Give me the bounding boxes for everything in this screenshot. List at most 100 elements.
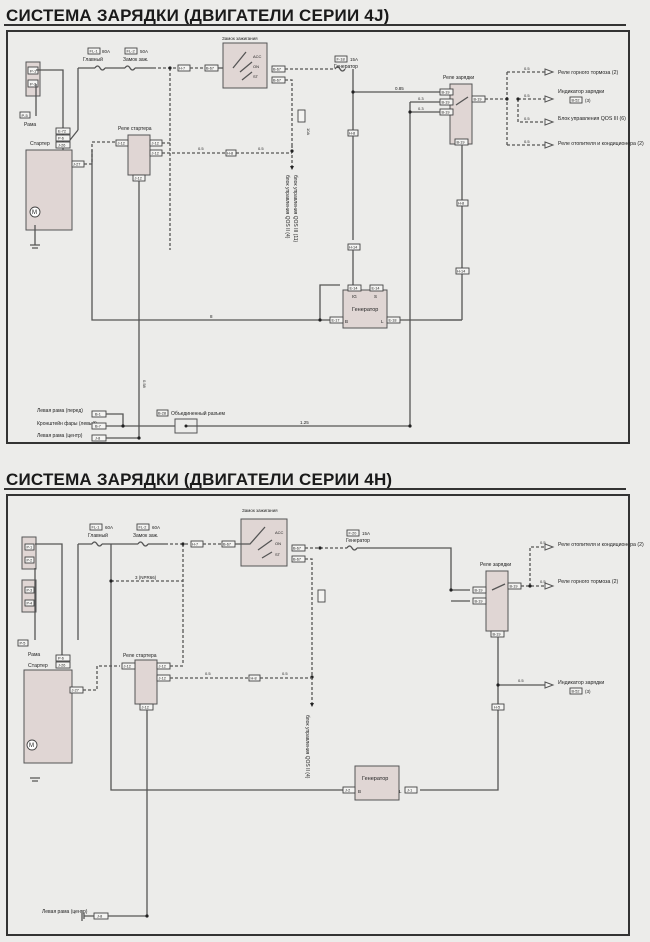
starter-label-4j: Стартер: [30, 141, 50, 147]
diagram-label: Рама: [28, 652, 40, 658]
title-rule-4h: [4, 488, 626, 490]
diagram-label: 0.5: [205, 671, 211, 676]
diagram-label: Замок заж.: [133, 533, 158, 539]
junction-dot: [168, 66, 172, 70]
junction-dot: [516, 97, 520, 101]
junction-dot: [408, 424, 412, 428]
starter-4j: [25, 149, 73, 231]
diagram-label: ACC: [275, 530, 284, 535]
diagram-label: J-12: [152, 152, 159, 156]
diagram-label: J-12: [159, 677, 166, 681]
fuse-ign-conn-4j: [124, 47, 138, 55]
diagram-label: E-17: [332, 319, 340, 323]
diagram-label: H-8: [458, 202, 464, 206]
title-4h: СИСТЕМА ЗАРЯДКИ (ДВИГАТЕЛИ СЕРИИ 4H): [6, 470, 393, 489]
npr-label-4h: 3 (NPR66): [135, 575, 157, 580]
wire: [110, 660, 345, 915]
junction-dot: [137, 436, 141, 440]
starter-label-4h: Стартер: [28, 663, 48, 669]
diagram-label: Главный: [83, 56, 103, 63]
charge-relay-label-4j: Реле зарядки: [443, 75, 474, 81]
conn-b19-2-4h: [472, 597, 487, 605]
generator-4j: [342, 289, 388, 329]
junction-dot: [181, 542, 185, 546]
fuse-main-conn-4h: [89, 523, 103, 531]
conn-j12-a-4h: [121, 662, 136, 670]
diagram-label: J-8: [95, 437, 100, 441]
diagram-label: E-14: [372, 287, 380, 291]
diagram-label: P-2: [27, 559, 33, 563]
diagram-label: 0.5: [540, 540, 546, 545]
output-label-indicator-4j: Индикатор зарядки: [558, 89, 604, 95]
conn-h8-r-4j: [456, 199, 469, 207]
diagram-label: H-14: [457, 270, 465, 274]
diagram-label: H-14: [349, 246, 357, 250]
diagram-label: P-1: [30, 69, 37, 74]
diagram-label: J-12: [118, 142, 125, 146]
title-rule-4j: [4, 24, 626, 26]
ground-label-3-4j: Левая рама (центр): [37, 433, 83, 439]
joint-connector-4j: [174, 418, 198, 434]
diagram-label: 60A: [105, 525, 113, 530]
wire: [285, 79, 293, 145]
diagram-label: B-67: [223, 543, 231, 547]
diagram-label: J-26: [58, 144, 65, 148]
diagram-label: L: [381, 319, 384, 324]
diagram-label: 0.5: [540, 579, 546, 584]
diagram-label: J-26: [58, 664, 65, 668]
fuse-main-4h: [91, 541, 103, 547]
conn-j12-a-4j: [115, 139, 129, 147]
conn-h14-r-4j: [455, 267, 470, 275]
diagram-label: F-18: [337, 57, 346, 62]
diagram-label: B-67: [293, 547, 301, 551]
diagram-label: FL-1: [90, 49, 99, 54]
diagram-label: 0.3: [418, 106, 424, 111]
wire: [84, 141, 115, 165]
conn-e72-4j: [55, 127, 71, 135]
diagram-label: B-19: [474, 98, 482, 102]
conn-p6-4h: [55, 654, 71, 662]
diagram-label: FL-1: [92, 526, 100, 530]
output-label-indicator-4h: Индикатор зарядки: [558, 680, 604, 686]
diagram-label: P-3: [27, 589, 33, 593]
diagram-label: 0.5: [518, 678, 524, 683]
generator-label-4h: Генератор: [362, 776, 388, 782]
title-4j: СИСТЕМА ЗАРЯДКИ (ДВИГАТЕЛИ СЕРИИ 4J): [6, 6, 390, 25]
conn-b52-4j: [569, 96, 583, 104]
junction-dot: [184, 424, 188, 428]
fuse-main-conn-4j: [87, 47, 101, 55]
wire: [91, 150, 330, 321]
diagram-label: M: [32, 210, 37, 216]
conn-p2-4h: [24, 556, 35, 564]
diagram-label: FL-2: [139, 526, 147, 530]
diagram-label: блок управления QOS III (11): [292, 175, 298, 243]
ground-conn-p5-4h: [17, 639, 29, 647]
conn-e14-ig-4j: [347, 284, 362, 292]
conn-h14-a-4j: [347, 243, 361, 251]
diagram-label: B-67: [206, 67, 214, 71]
diagram-label: B-19: [442, 111, 450, 115]
diagram-label: ST: [253, 74, 259, 79]
ground-label-2-4j: Кронштейн фары (левый): [37, 420, 97, 427]
diagram-label: Генератор: [346, 538, 370, 544]
diagram-label: H-8: [251, 677, 257, 681]
junction-dot: [528, 584, 532, 588]
diagram-label: P-2: [30, 82, 37, 87]
ignition-switch-4j: [222, 42, 268, 89]
fuse-main-4j: [94, 65, 106, 71]
fuse-ign-4j: [124, 65, 136, 71]
diagram-label: B-52: [572, 690, 580, 694]
diagram-label: B-19: [442, 91, 450, 95]
junction-dot: [351, 90, 355, 94]
wire: [334, 66, 440, 130]
diagram-label: H-5: [494, 706, 500, 710]
diagram-label: E-18: [389, 319, 397, 323]
diagram-label: J-27: [73, 163, 80, 167]
ground-label-1-4j: Левая рама (перед): [37, 408, 83, 414]
diagram-label: Замок зажигания: [242, 508, 278, 513]
starter-relay-label-4j: Реле стартера: [118, 126, 152, 132]
wire: [106, 413, 411, 439]
fuse-starter-conn-4h: [317, 589, 326, 603]
fuse-ign-conn-4h: [136, 523, 150, 531]
diagram-label: IG: [352, 294, 357, 299]
